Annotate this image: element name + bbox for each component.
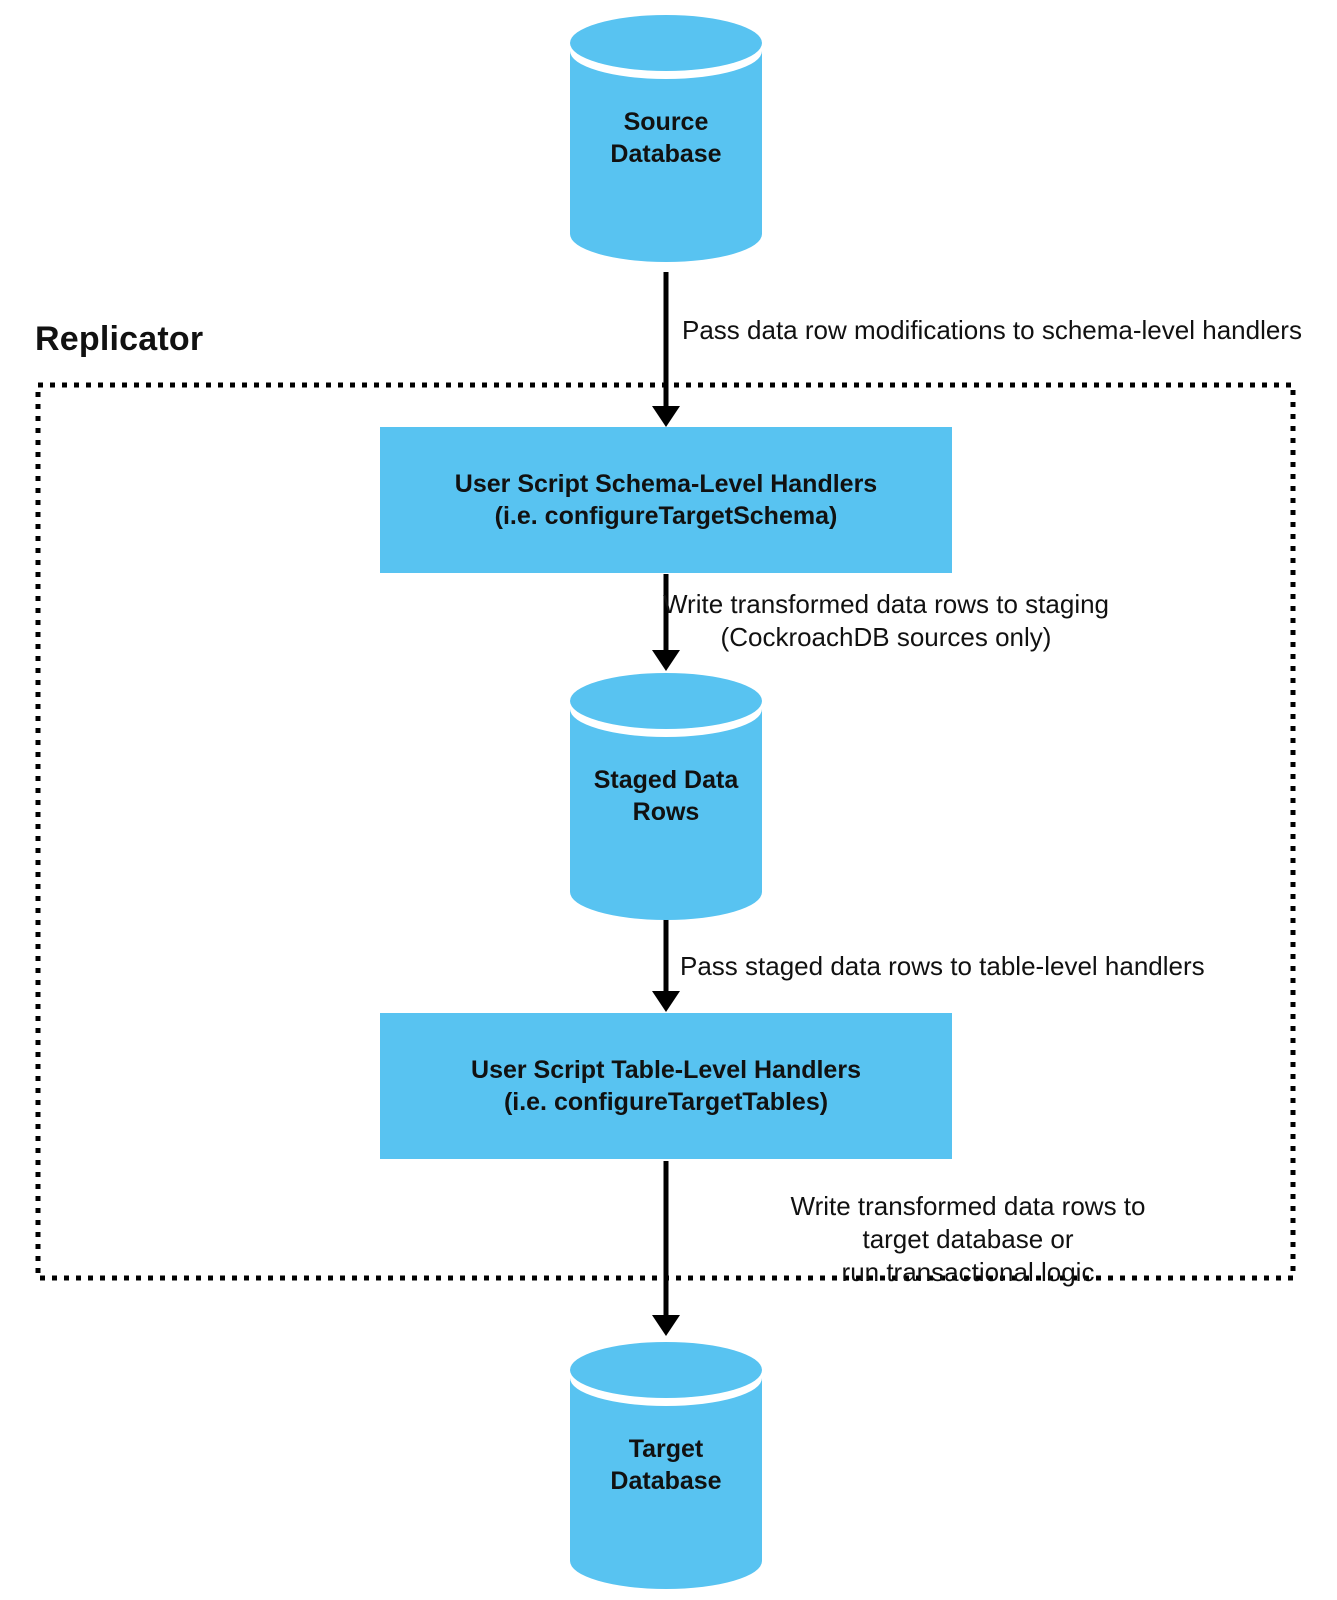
database-cylinder-icon: [570, 15, 762, 262]
replicator-label: Replicator: [35, 320, 204, 358]
arrow-source-to-schema-handlers: [652, 272, 680, 427]
node-label: Source Database: [610, 108, 722, 168]
cylinder-top: [570, 1342, 762, 1398]
arrow-head-icon: [652, 991, 680, 1012]
arrow-table-handlers-to-target: [652, 1161, 680, 1336]
arrow-head-icon: [652, 406, 680, 427]
node-schema-level-handlers: User Script Schema-Level Handlers (i.e. …: [380, 427, 952, 573]
node-label: User Script Table-Level Handlers (i.e. c…: [471, 1056, 861, 1116]
node-table-level-handlers: User Script Table-Level Handlers (i.e. c…: [380, 1013, 952, 1159]
node-label: Target Database: [610, 1435, 722, 1495]
edge-label-staged-to-table: Pass staged data rows to table-level han…: [680, 951, 1205, 981]
node-target-database: Target Database: [570, 1341, 762, 1589]
arrow-head-icon: [652, 1315, 680, 1336]
cylinder-body: [570, 1378, 762, 1589]
node-staged-data-rows: Staged Data Rows: [570, 672, 762, 920]
node-label: Staged Data Rows: [593, 766, 739, 826]
database-cylinder-icon: [570, 673, 762, 920]
edge-label-source-to-schema: Pass data row modifications to schema-le…: [682, 315, 1302, 345]
cylinder-top: [570, 673, 762, 729]
arrow-staged-to-table-handlers: [652, 919, 680, 1012]
edge-label-schema-to-staged: Write transformed data rows to staging (…: [662, 589, 1110, 652]
cylinder-top: [570, 15, 762, 71]
node-label: User Script Schema-Level Handlers (i.e. …: [454, 470, 878, 530]
cylinder-body: [570, 709, 762, 920]
cylinder-body: [570, 51, 762, 262]
node-source-database: Source Database: [570, 14, 762, 262]
edge-label-table-to-target: Write transformed data rows to target da…: [790, 1191, 1146, 1287]
database-cylinder-icon: [570, 1342, 762, 1589]
